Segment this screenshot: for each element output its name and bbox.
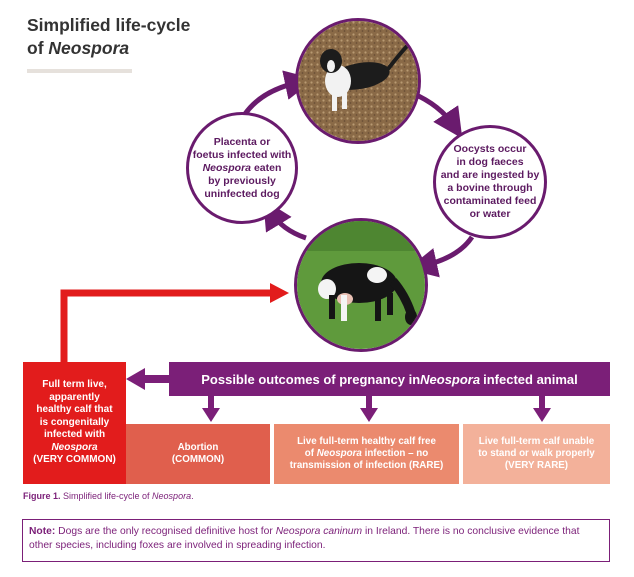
outcome-abortion-box: Abortion (COMMON) — [126, 424, 270, 484]
red-feedback-line — [60, 289, 272, 363]
title-line-2: of Neospora — [27, 38, 130, 58]
outcome-congenital-box: Full term live, apparently healthy calf … — [23, 362, 126, 484]
figure-caption: Figure 1. Simplified life-cycle of Neosp… — [23, 491, 194, 501]
red-arrow-head — [270, 283, 289, 303]
outcomes-banner: Possible outcomes of pregnancy in Neospo… — [169, 362, 610, 396]
banner-left-arrow-head — [126, 368, 145, 390]
down-arrows — [202, 396, 551, 422]
right-cycle-node: Oocysts occur in dog faeces and are inge… — [433, 125, 547, 239]
dog-photo — [295, 18, 421, 144]
outcome-healthy-box: Live full-term healthy calf free of Neos… — [274, 424, 459, 484]
arrow-to-cow — [407, 235, 475, 278]
note-box: Note: Dogs are the only recognised defin… — [22, 519, 610, 562]
title-line-1: Simplified life-cycle — [27, 15, 191, 35]
arrow-to-dog — [242, 70, 315, 116]
title-underline — [27, 69, 132, 73]
arrow-to-left-node — [263, 199, 307, 241]
page-title: Simplified life-cycle of Neospora — [27, 14, 190, 60]
cow-photo — [294, 218, 428, 352]
left-cycle-node: Placenta or foetus infected with Neospor… — [186, 112, 298, 224]
outcome-disabled-box: Live full-term calf unable to stand or w… — [463, 424, 610, 484]
